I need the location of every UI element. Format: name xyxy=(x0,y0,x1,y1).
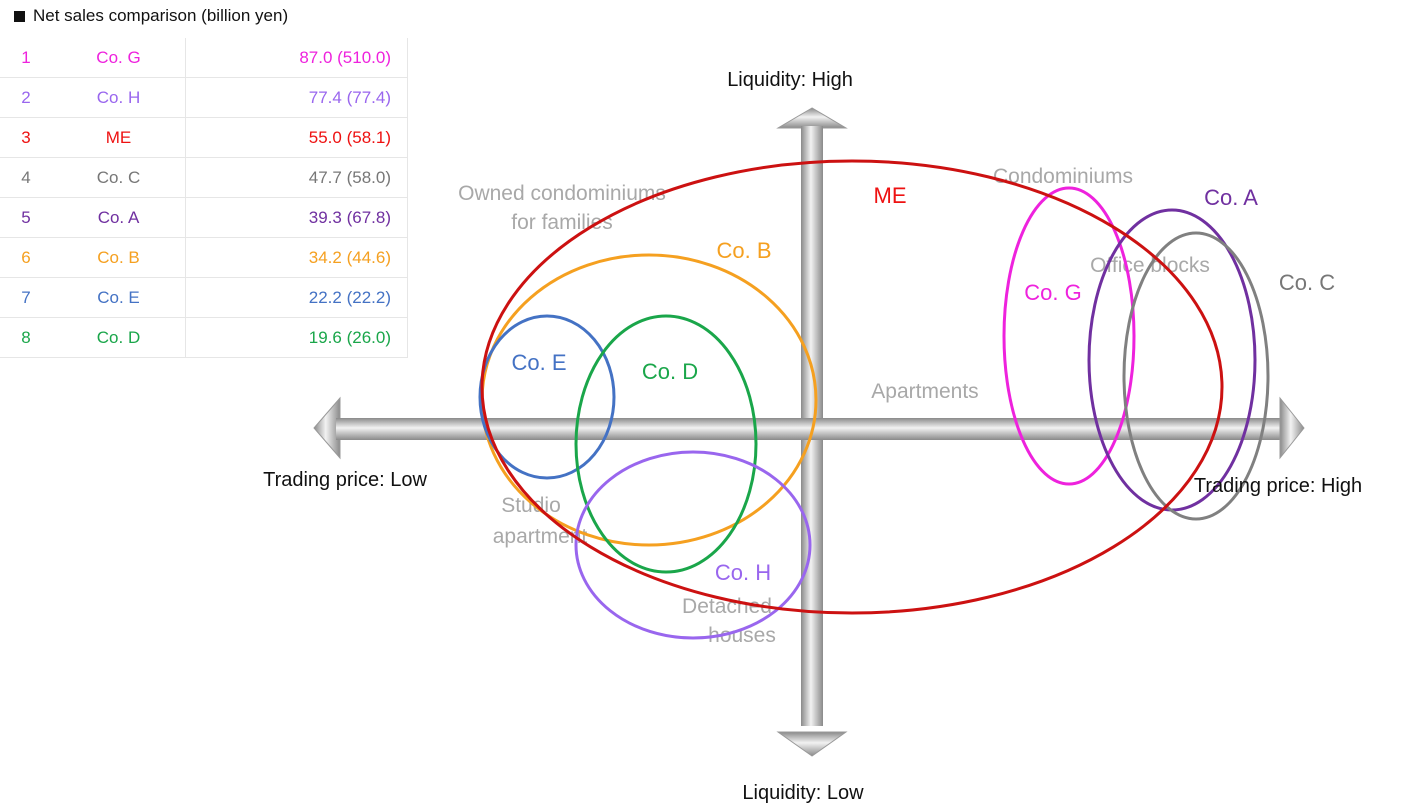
label-co-c: Co. C xyxy=(1279,270,1335,295)
ellipse-co-c xyxy=(1122,231,1270,521)
ellipse-co-e xyxy=(478,314,616,480)
label-co-a: Co. A xyxy=(1204,185,1258,210)
horizontal-axis-arrow xyxy=(313,396,1305,460)
segment-studio-line2: apartment xyxy=(493,525,588,548)
ellipse-co-h xyxy=(574,450,812,640)
axis-label-top: Liquidity: High xyxy=(727,69,853,91)
value-cell: 77.4 (77.4) xyxy=(185,77,408,118)
company-cell: Co. B xyxy=(52,237,186,278)
segment-condominiums: Condominiums xyxy=(993,165,1133,188)
company-cell: Co. E xyxy=(52,277,186,318)
company-cell: Co. A xyxy=(52,197,186,238)
segment-apartments: Apartments xyxy=(871,380,978,403)
company-cell: Co. G xyxy=(52,38,186,78)
value-cell: 34.2 (44.6) xyxy=(185,237,408,278)
ellipse-co-d xyxy=(574,314,758,574)
square-bullet-icon xyxy=(14,10,25,22)
axis-label-bottom: Liquidity: Low xyxy=(742,782,864,804)
rank-cell: 8 xyxy=(0,317,52,358)
segment-detached-line2: houses xyxy=(708,624,776,647)
ellipse-me xyxy=(480,159,1224,615)
value-cell: 39.3 (67.8) xyxy=(185,197,408,238)
rank-cell: 1 xyxy=(0,38,52,78)
value-cell: 47.7 (58.0) xyxy=(185,157,408,198)
value-cell: 87.0 (510.0) xyxy=(185,38,408,78)
rank-cell: 7 xyxy=(0,277,52,318)
value-cell: 19.6 (26.0) xyxy=(185,317,408,358)
rank-cell: 3 xyxy=(0,117,52,158)
rank-cell: 4 xyxy=(0,157,52,198)
label-co-g: Co. G xyxy=(1024,280,1081,305)
label-co-d: Co. D xyxy=(642,359,698,384)
axis-label-left: Trading price: Low xyxy=(263,469,427,491)
rank-cell: 6 xyxy=(0,237,52,278)
company-cell: Co. D xyxy=(52,317,186,358)
label-co-b: Co. B xyxy=(716,238,771,263)
value-cell: 22.2 (22.2) xyxy=(185,277,408,318)
label-co-h: Co. H xyxy=(715,560,771,585)
label-me: ME xyxy=(874,183,907,208)
segment-detached-line1: Detached xyxy=(682,595,772,618)
value-cell: 55.0 (58.1) xyxy=(185,117,408,158)
company-cell: Co. C xyxy=(52,157,186,198)
table-title: Net sales comparison (billion yen) xyxy=(14,6,288,26)
label-co-e: Co. E xyxy=(511,350,566,375)
axis-label-right: Trading price: High xyxy=(1194,475,1362,497)
company-cell: ME xyxy=(52,117,186,158)
segment-studio-line1: Studio xyxy=(501,494,561,517)
segment-owned-condo-line1: Owned condominiums xyxy=(458,182,666,205)
rank-cell: 2 xyxy=(0,77,52,118)
company-cell: Co. H xyxy=(52,77,186,118)
table-title-text: Net sales comparison (billion yen) xyxy=(33,6,289,25)
ellipse-co-g xyxy=(1002,186,1136,486)
rank-cell: 5 xyxy=(0,197,52,238)
